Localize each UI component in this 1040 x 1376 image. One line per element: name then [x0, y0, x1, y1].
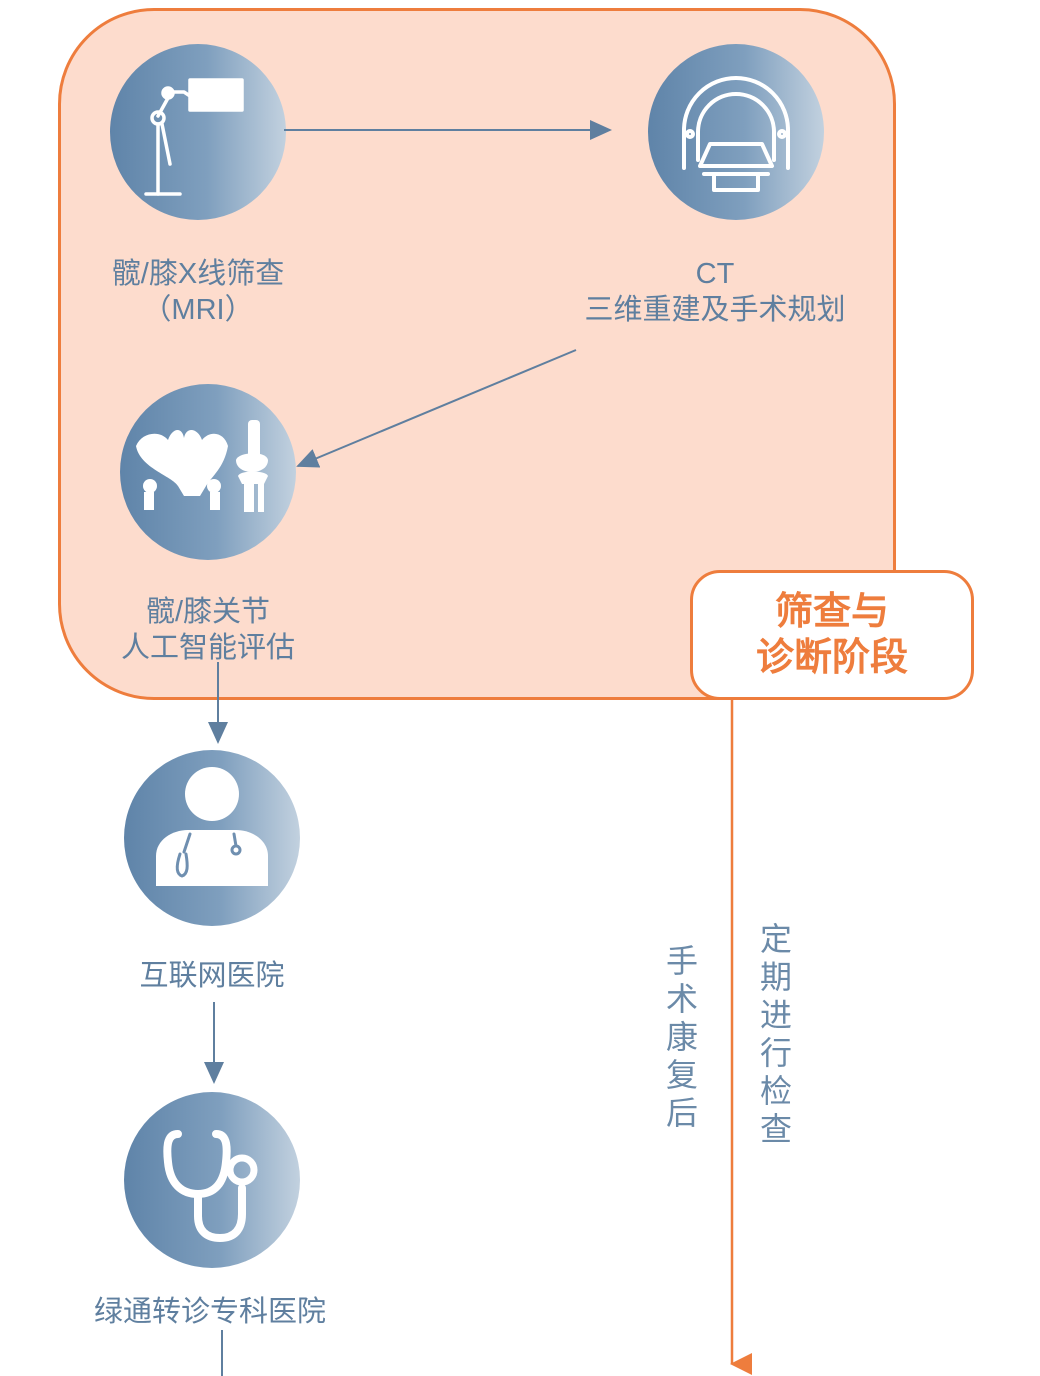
arrow-ct-to-ai [296, 349, 577, 468]
ct-scanner-icon [648, 44, 824, 220]
stage-badge-line2: 诊断阶段 [755, 637, 908, 679]
stethoscope-icon [124, 1092, 300, 1268]
ai-evaluation-label: 髋/膝关节 人工智能评估 [120, 596, 295, 664]
referral-hospital-label: 绿通转诊专科医院 [93, 1296, 326, 1328]
stage-badge: 筛查与 诊断阶段 [690, 570, 974, 700]
doctor-icon [124, 750, 300, 926]
hip-knee-joint-icon [120, 384, 296, 560]
internet-hospital-label: 互联网医院 [139, 960, 285, 992]
stage-badge-line1: 筛查与 [774, 591, 889, 633]
post-surgery-rehab-text: 手术康复后 [665, 943, 698, 1131]
xray-screening-label: 髋/膝X线筛查 （MRI） [111, 258, 285, 326]
xray-machine-icon [110, 44, 286, 220]
ct-reconstruction-label: CT 三维重建及手术规划 [584, 258, 846, 326]
regular-checkup-text: 定期进行检查 [759, 921, 792, 1147]
